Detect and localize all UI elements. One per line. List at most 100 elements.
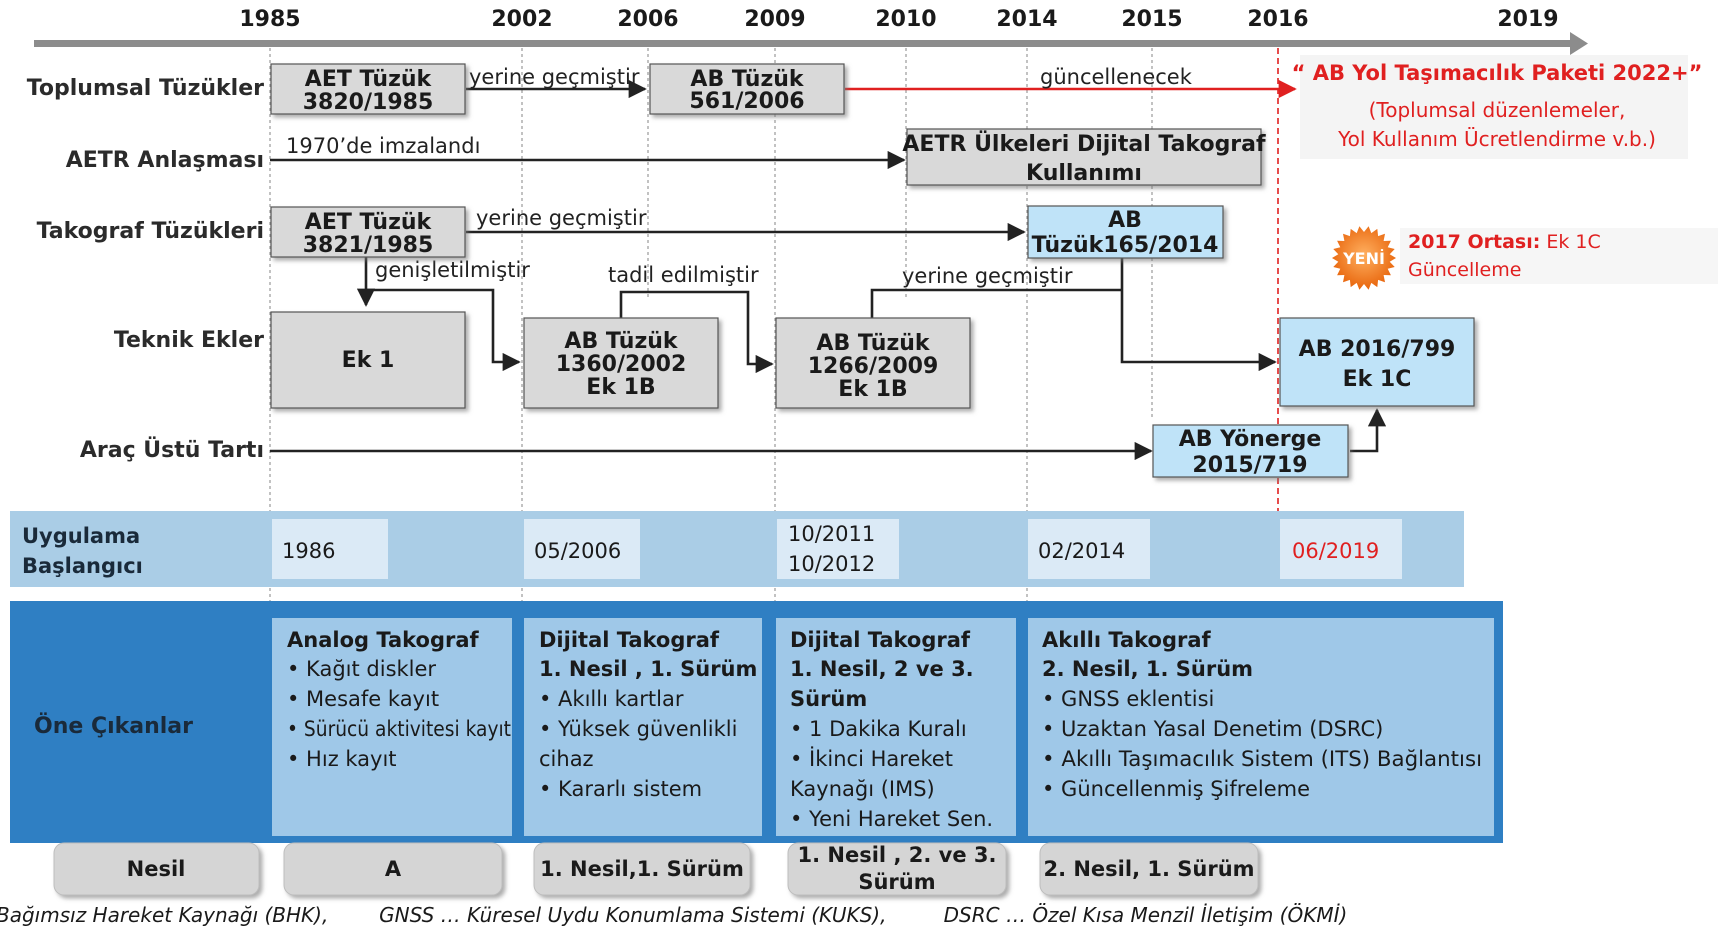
- axis-arrowhead: [1570, 32, 1588, 55]
- box-yonerge-line2: 2015/719: [1192, 453, 1307, 478]
- year-label: 2006: [617, 7, 678, 32]
- uygulama-date: 10/2011: [788, 522, 875, 546]
- uygulama-cell: [272, 519, 388, 579]
- paket-line1: (Toplumsal düzenlemeler,: [1369, 98, 1626, 122]
- update-note-bold: 2017 Ortası:: [1408, 231, 1540, 253]
- panel-title: Dijital Takograf: [790, 628, 971, 652]
- row-label-tarti: Araç Üstü Tartı: [80, 437, 264, 463]
- box-ab-1266-line1: AB Tüzük: [816, 331, 930, 356]
- uygulama-cell: [1280, 519, 1402, 579]
- uygulama-date: 02/2014: [1038, 539, 1125, 563]
- box-ab-799: [1279, 317, 1475, 407]
- panel-item: • İkinci Hareket: [790, 746, 953, 771]
- box-aetr-dijital: [906, 128, 1262, 186]
- update-note-rest: Ek 1C: [1540, 231, 1600, 253]
- arrow-to-1360: [366, 288, 521, 372]
- update-note-bg: [1400, 228, 1718, 284]
- nesil-value: Sürüm: [858, 870, 935, 894]
- nesil-value: A: [385, 857, 402, 881]
- box-ab-561-line2: 561/2006: [689, 89, 804, 114]
- nesil-pill: [53, 842, 260, 896]
- panel-title: 1. Nesil , 1. Sürüm: [539, 657, 757, 681]
- highlight-panel: [524, 618, 762, 836]
- update-note: 2017 Ortası: Ek 1C Güncelleme: [1400, 228, 1718, 284]
- arrow-yonerge-to-799: [1350, 408, 1387, 453]
- label-yerine-2: yerine geçmiştir: [476, 206, 647, 230]
- box-ab-1266-line2: 1266/2009: [808, 354, 939, 379]
- panel-title: Sürüm: [790, 687, 867, 711]
- panel-item: • Kağıt diskler: [287, 657, 436, 681]
- panel-title: Dijital Takograf: [539, 628, 720, 652]
- yeni-text: YENİ: [1342, 249, 1385, 268]
- year-label: 1985: [239, 7, 300, 32]
- nesil-value: 1. Nesil , 2. ve 3.: [798, 843, 997, 867]
- paket-line2: Yol Kullanım Ücretlendirme v.b.): [1337, 127, 1656, 151]
- box-aet-3821-line2: 3821/1985: [303, 233, 434, 258]
- panel-title: 2. Nesil, 1. Sürüm: [1042, 657, 1253, 681]
- panel-item: • 1 Dakika Kuralı: [790, 717, 967, 741]
- year-axis: 1985 2002 2006 2009 2010 2014 2015 2016 …: [34, 7, 1588, 55]
- panel-item: • Yeni Hareket Sen.: [790, 807, 993, 831]
- panel-item: • Akıllı kartlar: [539, 687, 684, 711]
- nesil-pill: [533, 842, 751, 896]
- year-label: 2019: [1497, 7, 1558, 32]
- row-label-takograf: Takograf Tüzükleri: [37, 219, 264, 244]
- highlight-panel: [776, 618, 1016, 836]
- box-aet-3820-line2: 3820/1985: [303, 90, 434, 115]
- uygulama-label-line2: Başlangıcı: [22, 554, 143, 578]
- row-label-teknik: Teknik Ekler: [114, 328, 264, 353]
- uygulama-date: 10/2012: [788, 552, 875, 576]
- row-label-aetr: AETR Anlaşması: [66, 148, 264, 173]
- year-label: 2016: [1247, 7, 1308, 32]
- panel-item: Kaynağı (IMS): [790, 777, 935, 801]
- box-ek1: [270, 311, 466, 409]
- boxes: [270, 63, 1475, 478]
- paket-title: “ AB Yol Taşımacılık Paketi 2022+”: [1292, 61, 1703, 85]
- yeni-starburst-icon: [1332, 226, 1396, 290]
- uygulama-band: Uygulama Başlangıcı 1986 05/2006 10/2011…: [10, 511, 1464, 587]
- box-aet-3820: [270, 63, 466, 115]
- axis-bar: [34, 40, 1574, 47]
- panel-item: • Hız kayıt: [287, 747, 397, 771]
- box-ab-1360: [523, 317, 719, 409]
- box-aet-3820-line1: AET Tüzük: [305, 67, 433, 92]
- panel-item: • Yüksek güvenlikli: [539, 717, 737, 741]
- panel-item: • Mesafe kayıt: [287, 687, 439, 711]
- box-ab-799-line1: AB 2016/799: [1299, 337, 1456, 362]
- box-ab-561: [649, 63, 845, 115]
- highlight-panel: [272, 618, 512, 836]
- nesil-pill: [1039, 842, 1259, 896]
- arrow-to-1266: [619, 290, 774, 374]
- panel-title: Analog Takograf: [287, 628, 480, 652]
- box-ab-1360-line2: 1360/2002: [556, 352, 687, 377]
- row-label-toplumsal: Toplumsal Tüzükler: [27, 76, 264, 101]
- box-ab-165-line1: AB: [1108, 208, 1142, 233]
- label-tadil: tadil edilmiştir: [608, 263, 759, 287]
- box-aet-3821-line1: AET Tüzük: [305, 210, 433, 235]
- uygulama-date: 05/2006: [534, 539, 621, 563]
- line-1266-up: [870, 288, 1122, 318]
- panel-title: 1. Nesil, 2 ve 3.: [790, 657, 974, 681]
- label-yerine-3: yerine geçmiştir: [902, 264, 1073, 288]
- uygulama-cell: [1028, 519, 1150, 579]
- one-cikanlar-label: Öne Çıkanlar: [34, 713, 193, 739]
- box-aet-3821: [270, 206, 466, 258]
- nesil-row: Nesil A 1. Nesil,1. Sürüm 1. Nesil , 2. …: [53, 842, 1259, 896]
- year-label: 2002: [491, 7, 552, 32]
- panel-item: • Uzaktan Yasal Denetim (DSRC): [1042, 717, 1383, 741]
- uygulama-band-bg: [10, 511, 1464, 587]
- update-note-line2: Güncelleme: [1408, 259, 1521, 281]
- connectors: [270, 79, 1387, 461]
- label-yerine-1: yerine geçmiştir: [469, 65, 640, 89]
- uygulama-date-red: 06/2019: [1292, 539, 1379, 563]
- arrow-to-799: [1120, 257, 1277, 372]
- box-ab-1360-line3: Ek 1B: [586, 375, 655, 400]
- box-ab-1266-line3: Ek 1B: [838, 377, 907, 402]
- box-ab-165-line2: Tüzük165/2014: [1032, 233, 1219, 258]
- paket-note: “ AB Yol Taşımacılık Paketi 2022+” (Topl…: [1292, 55, 1703, 159]
- panel-item: • Kararlı sistem: [539, 777, 702, 801]
- nesil-label: Nesil: [127, 857, 186, 881]
- box-ab-561-line1: AB Tüzük: [690, 67, 804, 92]
- footer-abbreviations: Bağımsız Hareket Kaynağı (BHK), GNSS … K…: [0, 903, 1347, 927]
- uygulama-cell: [524, 519, 640, 579]
